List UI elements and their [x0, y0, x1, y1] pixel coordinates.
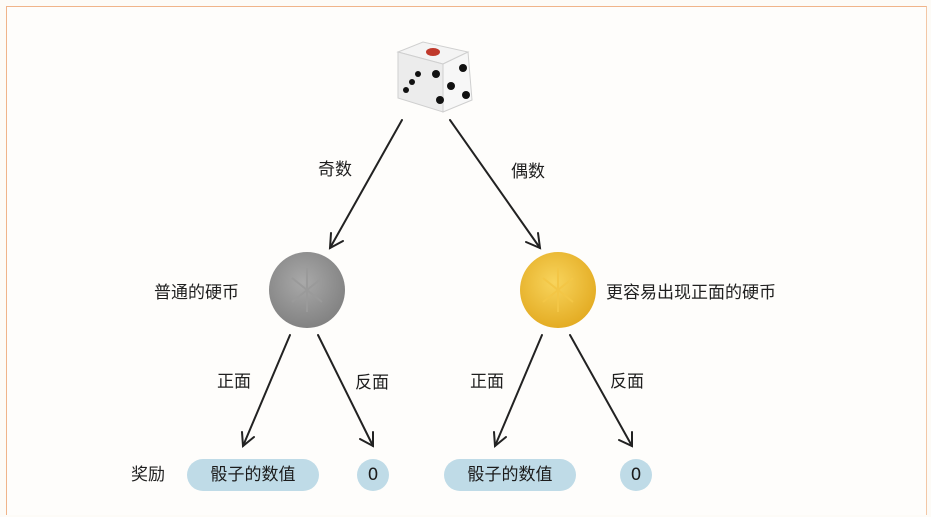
- die-icon: [396, 41, 473, 113]
- node-label-biased-coin: 更容易出现正面的硬币: [606, 283, 776, 303]
- biased-coin-icon: [520, 252, 596, 328]
- edge-label-odd: 奇数: [318, 160, 352, 180]
- normal-coin-icon: [269, 252, 345, 328]
- edge-label-tails-right: 反面: [610, 372, 644, 392]
- reward-row-label: 奖励: [131, 465, 165, 485]
- reward-left-tails: 0: [357, 459, 389, 491]
- reward-right-heads: 骰子的数值: [444, 459, 576, 491]
- edge-label-heads-left: 正面: [217, 372, 251, 392]
- arrow-tails-left: [317, 334, 374, 447]
- arrow-even: [449, 119, 541, 249]
- arrow-heads-left: [242, 334, 291, 447]
- reward-right-tails: 0: [620, 459, 652, 491]
- edge-label-even: 偶数: [511, 162, 545, 182]
- node-label-normal-coin: 普通的硬币: [154, 283, 239, 303]
- edge-label-heads-right: 正面: [470, 372, 504, 392]
- arrow-odd: [329, 119, 403, 249]
- edge-label-tails-left: 反面: [355, 373, 389, 393]
- arrow-tails-right: [569, 334, 633, 447]
- arrow-heads-right: [494, 334, 543, 447]
- reward-left-heads: 骰子的数值: [187, 459, 319, 491]
